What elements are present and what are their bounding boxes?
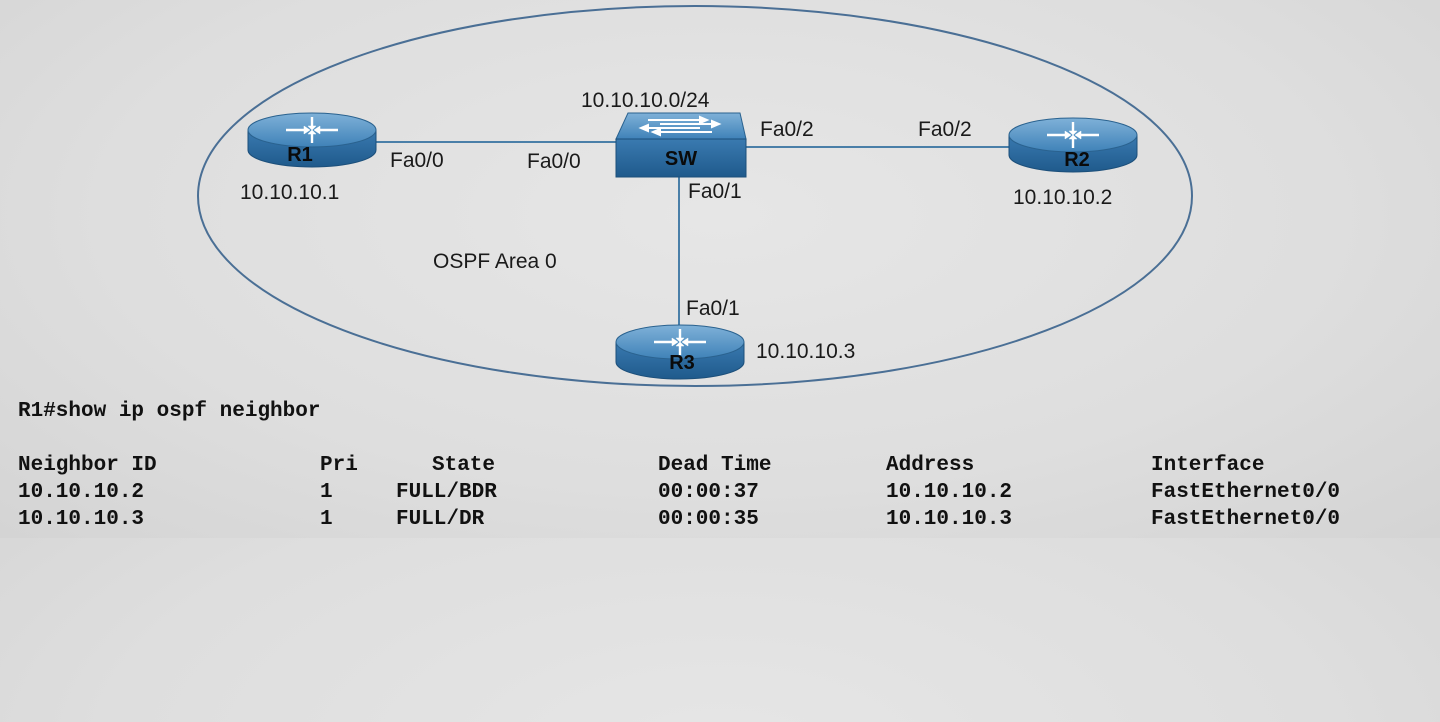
router-r3-icon: R3 (614, 323, 746, 381)
header-pri: Pri (320, 454, 358, 477)
r3-port-label: Fa0/1 (686, 297, 740, 320)
header-neighbor-id: Neighbor ID (18, 454, 157, 477)
cli-blank-line (18, 425, 68, 452)
header-state: State (432, 454, 496, 477)
cli-header-row: Neighbor ID Pri State Dead Time Address … (18, 452, 1264, 479)
cli-command: R1#show ip ospf neighbor (18, 398, 320, 425)
neighbor-dead-time: 00:00:35 (658, 508, 759, 531)
router-r2-icon: R2 (1007, 116, 1139, 174)
cli-neighbor-row: 10.10.10.2 1 FULL/BDR 00:00:37 10.10.10.… (18, 479, 1340, 506)
r1-port-label: Fa0/0 (390, 149, 444, 172)
cli-neighbor-row: 10.10.10.3 1 FULL/DR 00:00:35 10.10.10.3… (18, 506, 1340, 533)
neighbor-interface: FastEthernet0/0 (1151, 508, 1341, 531)
router-r2-name: R2 (1064, 149, 1090, 171)
router-r1-icon: R1 (246, 111, 378, 169)
neighbor-pri: 1 (320, 508, 333, 531)
r1-ip-label: 10.10.10.1 (240, 181, 339, 204)
router-r3-name: R3 (669, 352, 695, 374)
sw-port-fa02-label: Fa0/2 (760, 118, 814, 141)
area-label: OSPF Area 0 (433, 250, 557, 273)
switch-icon: SW (615, 112, 747, 178)
cli-output: R1#show ip ospf neighbor Neighbor ID Pri… (18, 398, 1340, 533)
sw-port-fa01-label: Fa0/1 (688, 180, 742, 203)
header-interface: Interface (1151, 454, 1265, 477)
neighbor-state: FULL/BDR (396, 481, 497, 504)
router-r1-name: R1 (287, 144, 313, 166)
neighbor-state: FULL/DR (396, 508, 485, 531)
r3-ip-label: 10.10.10.3 (756, 340, 855, 363)
r2-ip-label: 10.10.10.2 (1013, 186, 1112, 209)
neighbor-id: 10.10.10.3 (18, 508, 145, 531)
subnet-label: 10.10.10.0/24 (581, 89, 710, 112)
switch-name: SW (665, 148, 697, 170)
r2-port-label: Fa0/2 (918, 118, 972, 141)
neighbor-address: 10.10.10.3 (886, 508, 1013, 531)
neighbor-pri: 1 (320, 481, 333, 504)
neighbor-address: 10.10.10.2 (886, 481, 1013, 504)
neighbor-interface: FastEthernet0/0 (1151, 481, 1341, 504)
sw-port-fa00-label: Fa0/0 (527, 150, 581, 173)
neighbor-dead-time: 00:00:37 (658, 481, 759, 504)
header-address: Address (886, 454, 975, 477)
ospf-area-ellipse (197, 5, 1193, 387)
neighbor-id: 10.10.10.2 (18, 481, 145, 504)
header-dead-time: Dead Time (658, 454, 772, 477)
network-diagram: SW R1 R2 R3 10.10.10.0/24 Fa0/0 Fa0/0 Fa… (197, 5, 1193, 387)
cli-command-text: R1#show ip ospf neighbor (18, 400, 321, 423)
